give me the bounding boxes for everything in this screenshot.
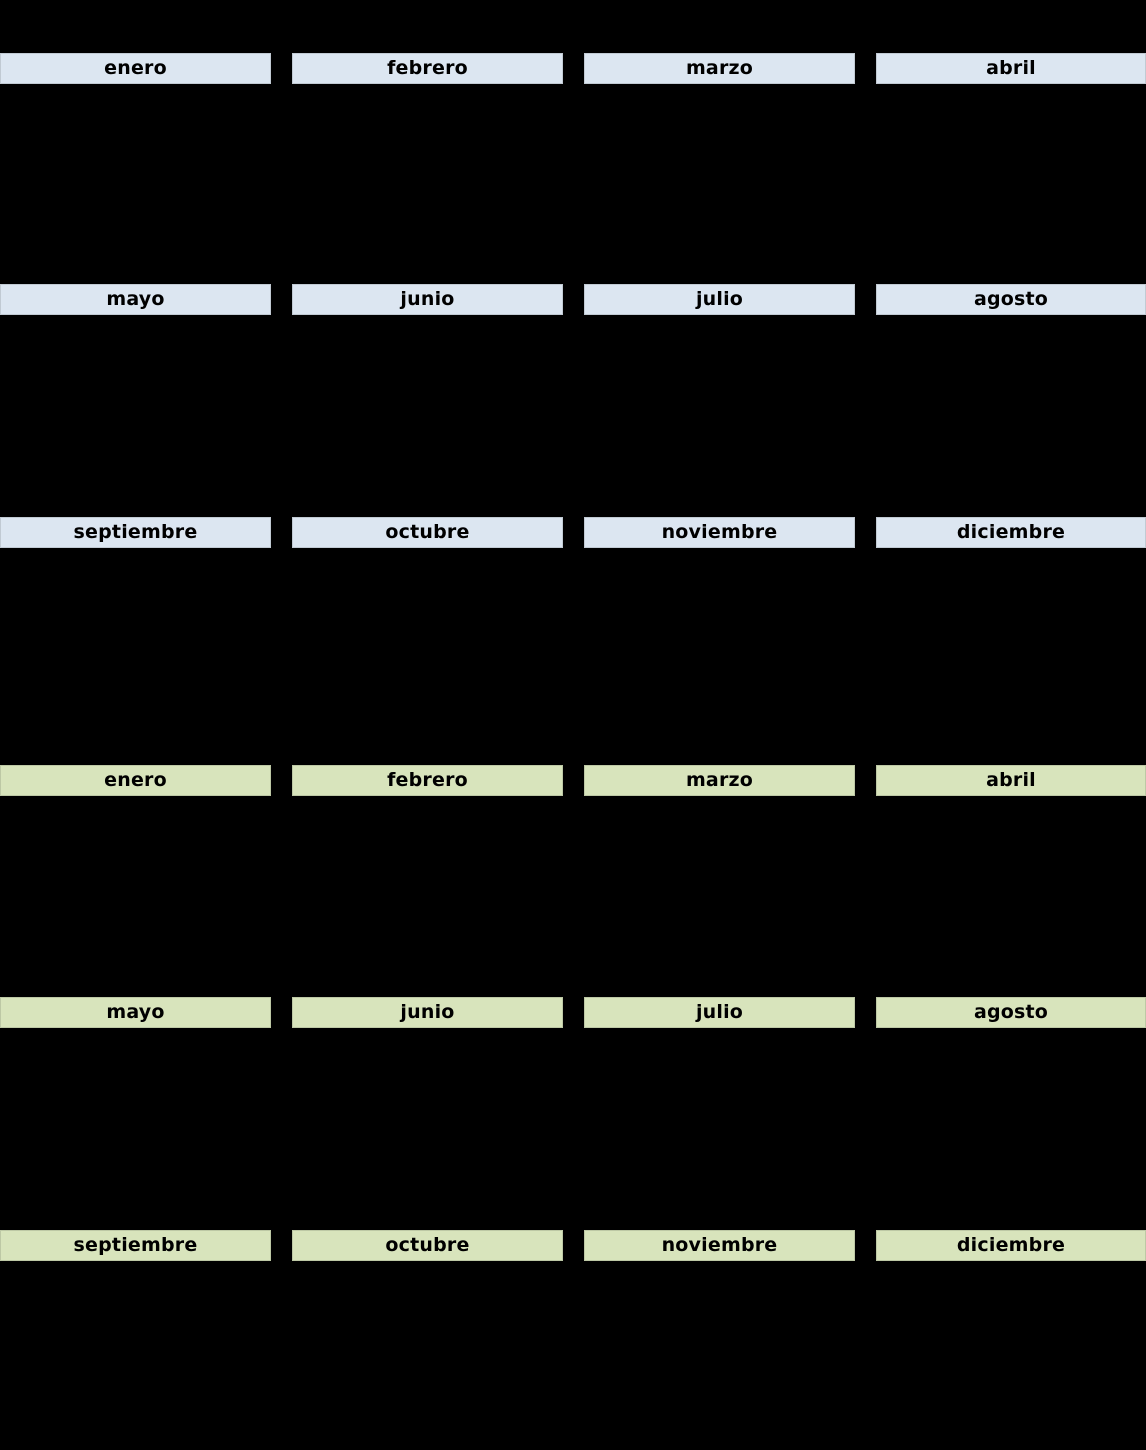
month-header-y2-julio: julio xyxy=(584,997,855,1028)
month-header-y2-diciembre: diciembre xyxy=(876,1230,1146,1261)
month-header-y2-septiembre: septiembre xyxy=(0,1230,271,1261)
month-header-y1-noviembre: noviembre xyxy=(584,517,855,548)
month-header-y1-septiembre: septiembre xyxy=(0,517,271,548)
month-header-y1-enero: enero xyxy=(0,53,271,84)
month-header-y2-marzo: marzo xyxy=(584,765,855,796)
month-header-y1-junio: junio xyxy=(292,284,563,315)
month-header-y1-marzo: marzo xyxy=(584,53,855,84)
month-header-y2-abril: abril xyxy=(876,765,1146,796)
month-header-y2-febrero: febrero xyxy=(292,765,563,796)
month-header-y2-junio: junio xyxy=(292,997,563,1028)
month-header-y1-mayo: mayo xyxy=(0,284,271,315)
month-header-y1-diciembre: diciembre xyxy=(876,517,1146,548)
month-header-y1-febrero: febrero xyxy=(292,53,563,84)
month-header-y2-mayo: mayo xyxy=(0,997,271,1028)
month-header-y1-abril: abril xyxy=(876,53,1146,84)
month-header-y2-noviembre: noviembre xyxy=(584,1230,855,1261)
month-header-y2-agosto: agosto xyxy=(876,997,1146,1028)
month-header-y1-agosto: agosto xyxy=(876,284,1146,315)
month-header-y1-julio: julio xyxy=(584,284,855,315)
month-header-y2-enero: enero xyxy=(0,765,271,796)
month-header-y1-octubre: octubre xyxy=(292,517,563,548)
month-header-y2-octubre: octubre xyxy=(292,1230,563,1261)
